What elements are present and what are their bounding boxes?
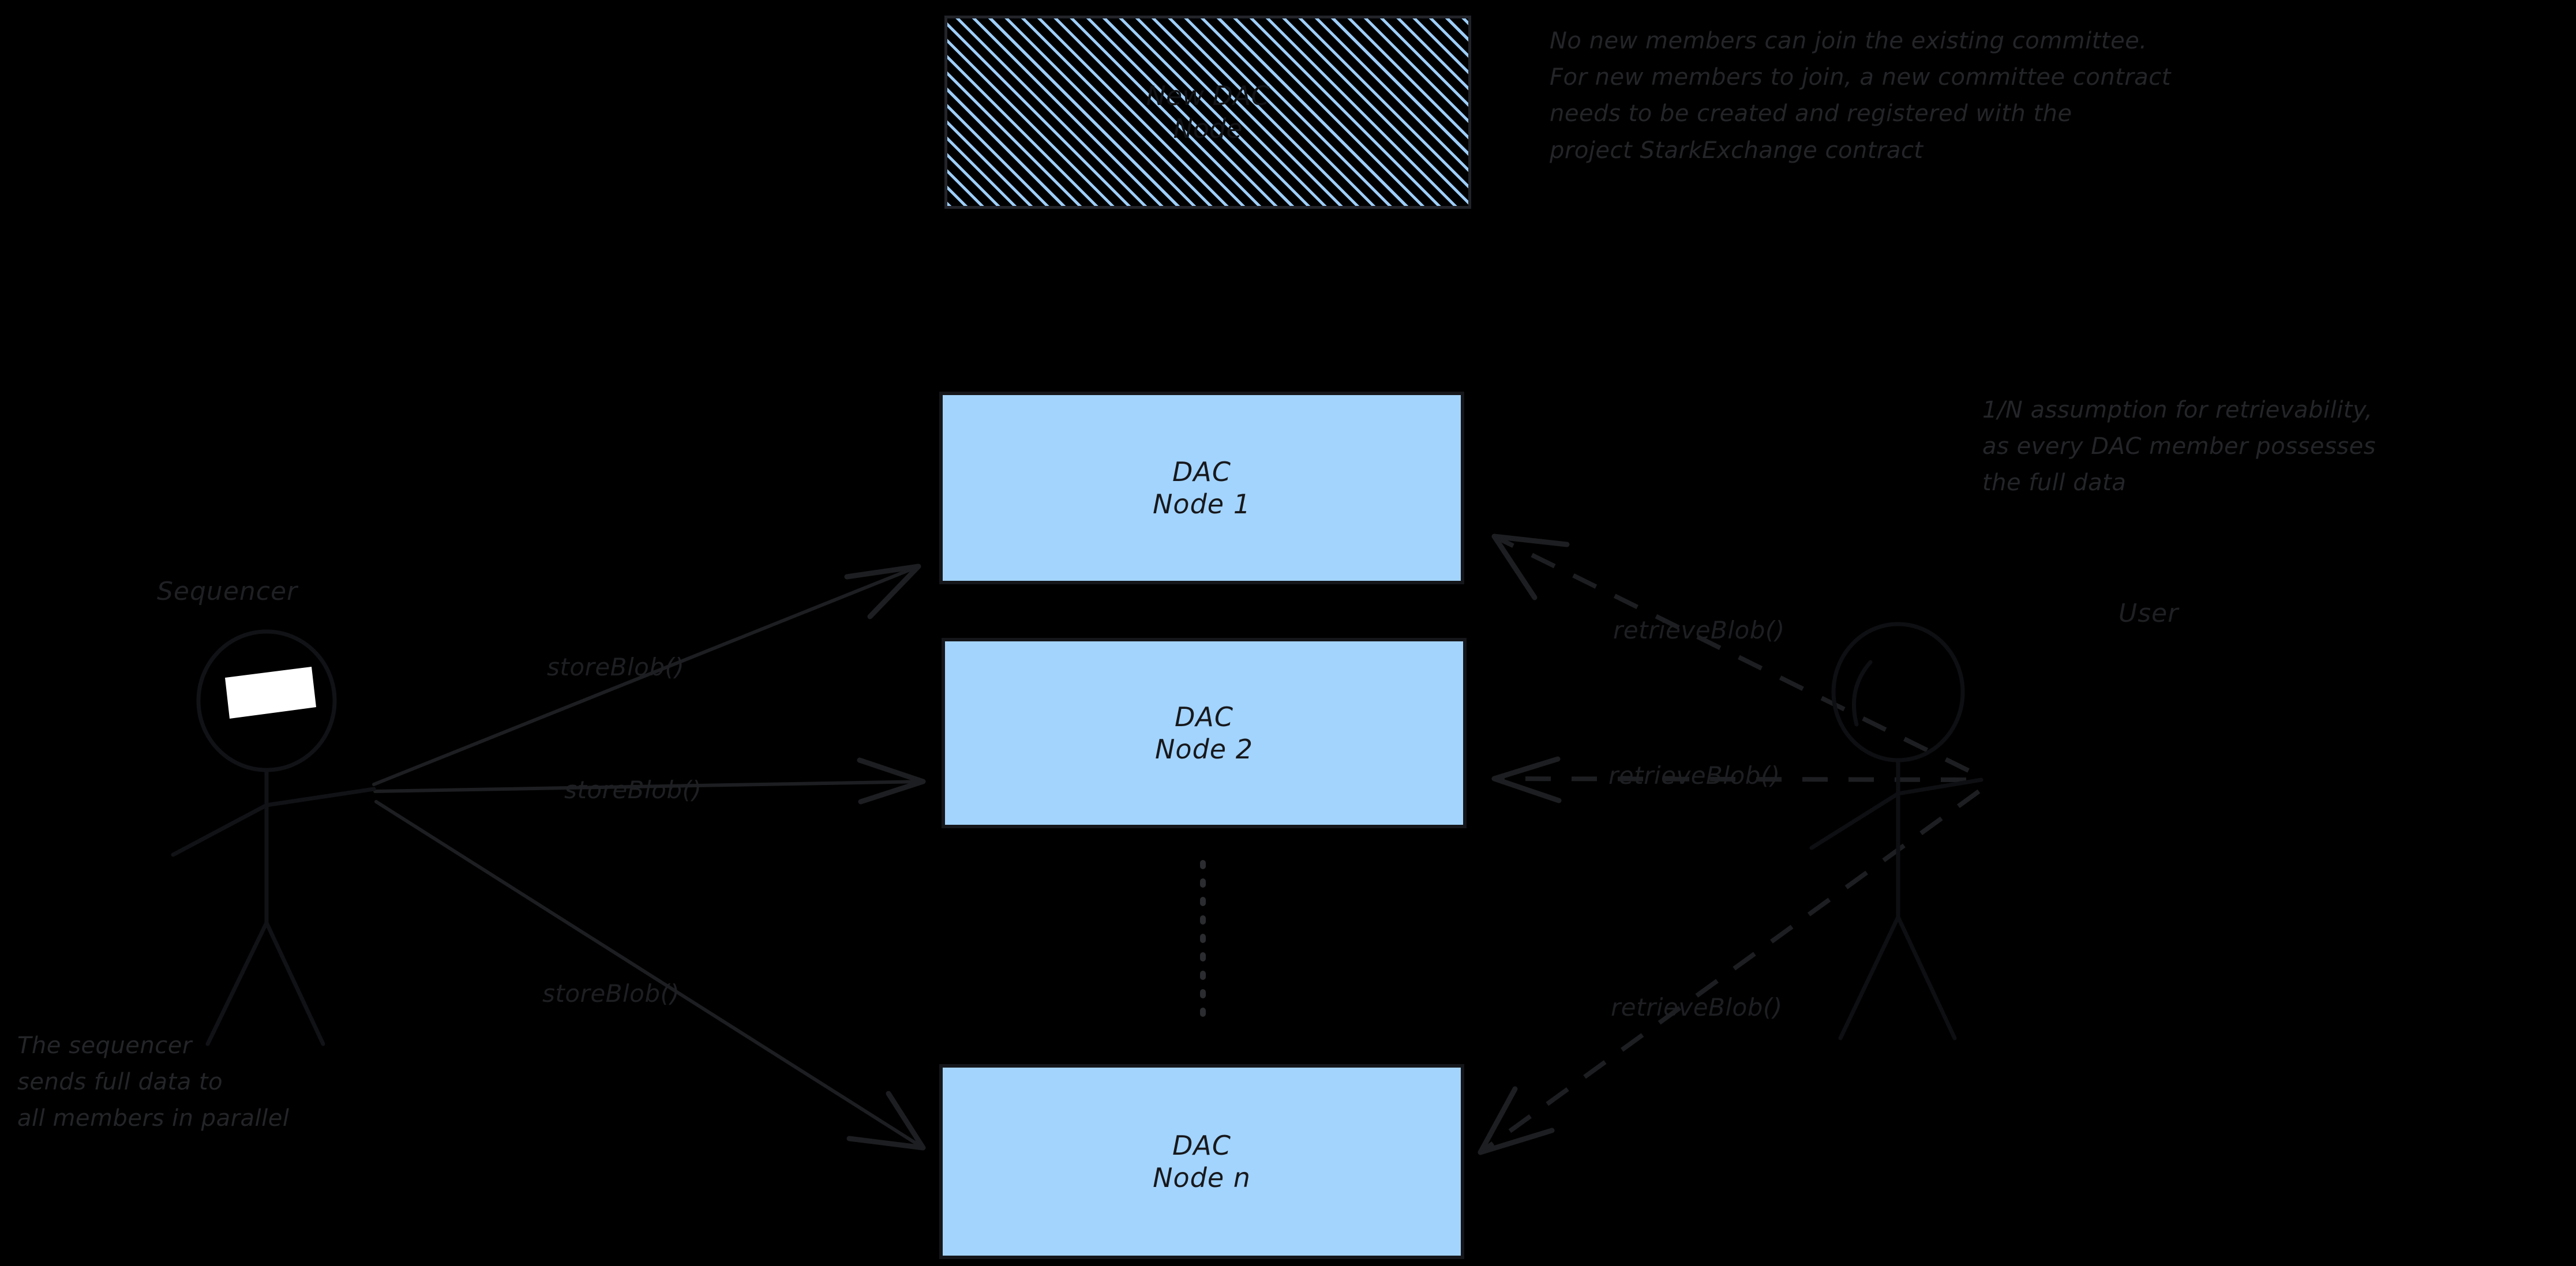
- sequencer-figure-icon: [171, 629, 376, 1046]
- dac-node-2-box[interactable]: DAC Node 2: [942, 638, 1467, 828]
- edge-label-retrieve-n: retrieveBlob(): [1611, 993, 1783, 1021]
- edge-label-retrieve-2: retrieveBlob(): [1608, 761, 1780, 790]
- edge-retrieve-1: [1491, 534, 1970, 773]
- dac-node-n-subtitle: Node n: [1153, 1162, 1251, 1193]
- edge-retrieve-2: [1491, 756, 1967, 803]
- edge-label-store-2: storeBlob(): [564, 776, 702, 804]
- new-dac-node-subtitle: Node: [1173, 112, 1243, 144]
- new-dac-node-title: New DAC: [1146, 80, 1270, 112]
- dac-node-n-title: DAC: [1172, 1129, 1231, 1161]
- user-label: User: [2118, 599, 2179, 628]
- edge-store-2: [373, 757, 926, 805]
- sequencer-label: Sequencer: [157, 577, 298, 606]
- committee-note: No new members can join the existing com…: [1550, 28, 2171, 164]
- dac-node-2-subtitle: Node 2: [1155, 734, 1253, 765]
- edge-store-1: [372, 563, 921, 786]
- edge-store-n: [374, 800, 926, 1151]
- user-figure-icon: [1809, 622, 1983, 1040]
- dac-node-1-subtitle: Node 1: [1153, 489, 1251, 520]
- dac-node-1-box[interactable]: DAC Node 1: [939, 392, 1464, 584]
- sequencer-note: The sequencer sends full data to all mem…: [17, 1032, 290, 1132]
- edge-retrieve-n: [1478, 789, 1981, 1155]
- edge-label-retrieve-1: retrieveBlob(): [1613, 616, 1785, 644]
- dac-node-1-title: DAC: [1172, 456, 1231, 487]
- dac-node-2-title: DAC: [1174, 701, 1233, 732]
- edge-label-store-1: storeBlob(): [547, 653, 685, 681]
- edge-label-store-n: storeBlob(): [542, 979, 680, 1008]
- new-dac-node-box[interactable]: New DAC Node: [944, 16, 1471, 209]
- retrievability-note: 1/N assumption for retrievability, as ev…: [1982, 397, 2376, 497]
- dac-node-n-box[interactable]: DAC Node n: [939, 1064, 1464, 1259]
- sequencer-laptop-icon: [225, 667, 316, 719]
